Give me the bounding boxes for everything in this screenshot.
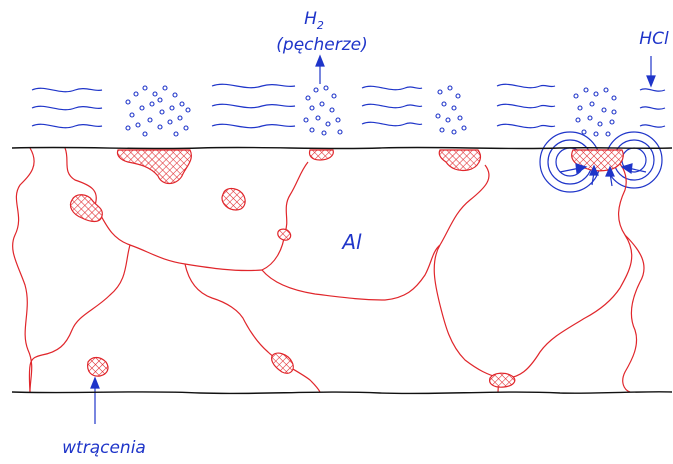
inclusions-label: wtrącenia — [62, 438, 146, 458]
hydrogen-bubbles — [126, 86, 616, 136]
h2-label: H2 — [304, 9, 324, 32]
inclusion — [272, 353, 294, 373]
hcl-arrow — [647, 56, 655, 86]
hcl-label: HCl — [639, 29, 669, 49]
inclusion — [70, 195, 102, 222]
metal-label: Al — [340, 230, 362, 254]
inclusion — [88, 358, 108, 377]
bottom-edge — [12, 392, 672, 394]
inclusion — [309, 150, 333, 160]
inclusion — [439, 150, 480, 171]
inclusion — [278, 229, 291, 240]
solution-waves — [32, 84, 665, 127]
inclusion — [490, 373, 515, 387]
h2-arrow — [316, 56, 324, 84]
grain-boundaries — [13, 148, 644, 392]
inclusion-arrow — [91, 378, 99, 424]
metal-surface — [12, 147, 672, 148]
inclusion — [222, 189, 245, 210]
h2-caption: (pęcherze) — [276, 35, 367, 55]
inclusion — [117, 150, 191, 184]
